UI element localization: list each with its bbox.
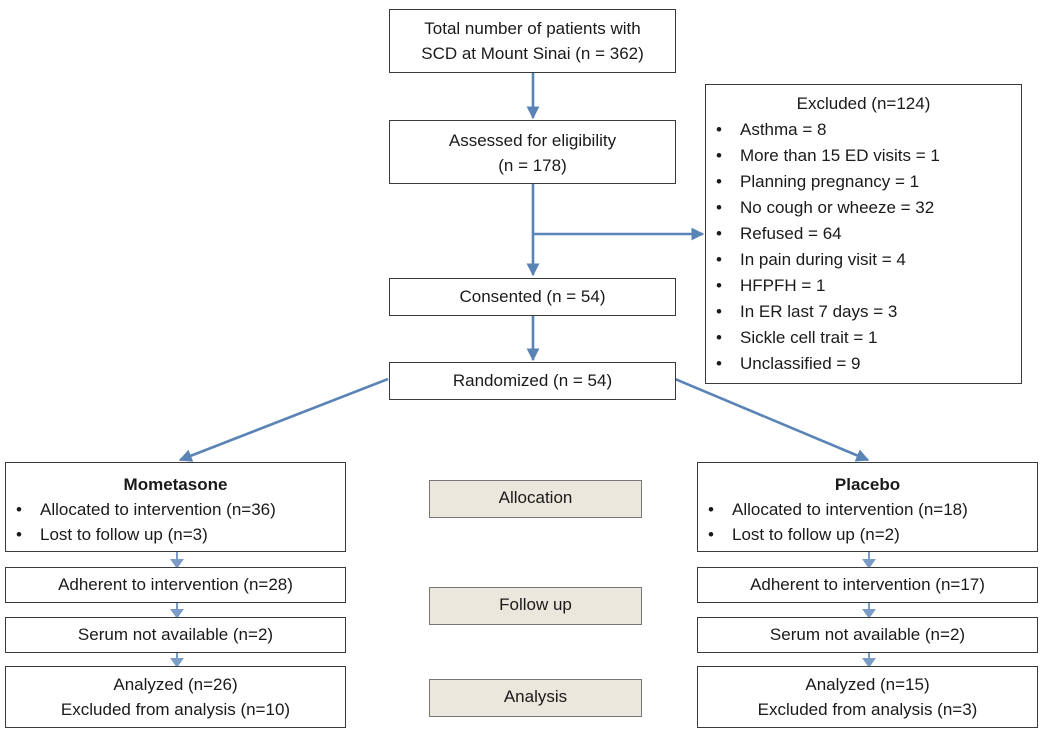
mometasone-adherent-box: Adherent to intervention (n=28): [5, 567, 346, 603]
placebo-box: Placebo Allocated to intervention (n=18)…: [697, 462, 1038, 552]
small-arrow-icon: [170, 609, 184, 619]
randomized-box: Randomized (n = 54): [389, 362, 676, 400]
assessed-line-2: (n = 178): [498, 156, 567, 175]
mometasone-title: Mometasone: [123, 475, 228, 494]
list-item: Lost to follow up (n=2): [698, 522, 1037, 547]
assessed-box: Assessed for eligibility (n = 178): [389, 120, 676, 184]
mometasone-serum: Serum not available (n=2): [77, 625, 274, 644]
list-item: No cough or wheeze = 32: [706, 195, 1021, 221]
arrow-randomized-to-placebo: [674, 377, 870, 462]
list-item: Allocated to intervention (n=36): [6, 497, 345, 522]
small-arrow-icon: [862, 559, 876, 569]
small-arrow-icon: [862, 658, 876, 668]
mometasone-box: Mometasone Allocated to intervention (n=…: [5, 462, 346, 552]
arrow-randomized-to-mometasone: [178, 377, 389, 462]
allocation-stage: Allocation: [429, 480, 642, 518]
consented-box: Consented (n = 54): [389, 278, 676, 316]
small-arrow-icon: [170, 559, 184, 569]
placebo-serum: Serum not available (n=2): [769, 625, 966, 644]
mometasone-serum-box: Serum not available (n=2): [5, 617, 346, 653]
list-item: Sickle cell trait = 1: [706, 325, 1021, 351]
follow-up-stage: Follow up: [429, 587, 642, 625]
list-item: Asthma = 8: [706, 117, 1021, 143]
placebo-title: Placebo: [834, 475, 901, 494]
mometasone-adherent: Adherent to intervention (n=28): [58, 575, 293, 594]
list-item: In pain during visit = 4: [706, 247, 1021, 273]
placebo-analyzed-box: Analyzed (n=15) Excluded from analysis (…: [697, 666, 1038, 728]
list-item: More than 15 ED visits = 1: [706, 143, 1021, 169]
consented-label: Consented (n = 54): [459, 287, 606, 306]
list-item: HFPFH = 1: [706, 273, 1021, 299]
excluded-title: Excluded (n=124): [796, 94, 931, 113]
placebo-adherent-box: Adherent to intervention (n=17): [697, 567, 1038, 603]
total-line-2: SCD at Mount Sinai (n = 362): [421, 44, 644, 63]
excluded-box: Excluded (n=124) Asthma = 8 More than 15…: [705, 84, 1022, 384]
placebo-excluded-analysis: Excluded from analysis (n=3): [757, 700, 978, 719]
analysis-stage: Analysis: [429, 679, 642, 717]
list-item: Unclassified = 9: [706, 351, 1021, 377]
placebo-analyzed: Analyzed (n=15): [805, 675, 930, 694]
list-item: In ER last 7 days = 3: [706, 299, 1021, 325]
total-patients-box: Total number of patients with SCD at Mou…: [389, 9, 676, 73]
assessed-line-1: Assessed for eligibility: [448, 131, 617, 150]
placebo-list: Allocated to intervention (n=18) Lost to…: [698, 497, 1037, 547]
mometasone-list: Allocated to intervention (n=36) Lost to…: [6, 497, 345, 547]
mometasone-excluded-analysis: Excluded from analysis (n=10): [60, 700, 291, 719]
mometasone-analyzed-box: Analyzed (n=26) Excluded from analysis (…: [5, 666, 346, 728]
placebo-adherent: Adherent to intervention (n=17): [750, 575, 985, 594]
list-item: Allocated to intervention (n=18): [698, 497, 1037, 522]
excluded-reasons-list: Asthma = 8 More than 15 ED visits = 1 Pl…: [706, 117, 1021, 377]
randomized-label: Randomized (n = 54): [452, 371, 613, 390]
placebo-serum-box: Serum not available (n=2): [697, 617, 1038, 653]
list-item: Lost to follow up (n=3): [6, 522, 345, 547]
total-line-1: Total number of patients with: [424, 19, 641, 38]
small-arrow-icon: [862, 609, 876, 619]
list-item: Refused = 64: [706, 221, 1021, 247]
small-arrow-icon: [170, 658, 184, 668]
mometasone-analyzed: Analyzed (n=26): [113, 675, 238, 694]
list-item: Planning pregnancy = 1: [706, 169, 1021, 195]
